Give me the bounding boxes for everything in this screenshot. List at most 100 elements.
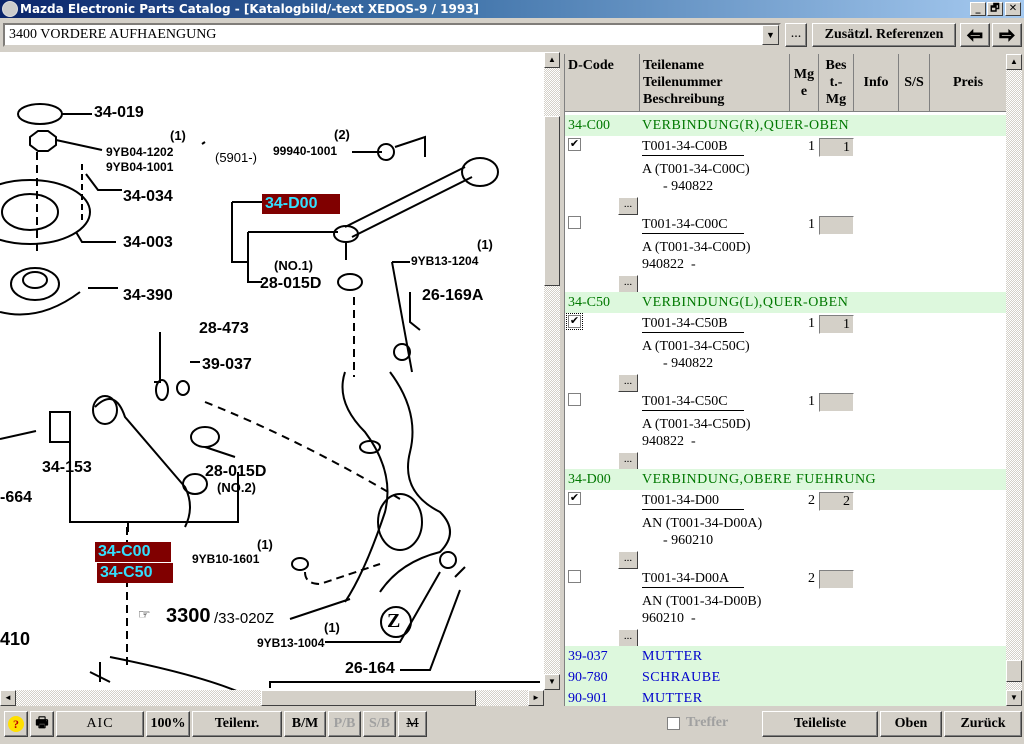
next-button[interactable]: ⇨ bbox=[992, 23, 1022, 47]
diagram-vertical-scrollbar[interactable]: ▲ ▼ bbox=[544, 52, 560, 690]
select-checkbox[interactable] bbox=[568, 393, 581, 406]
part-number-link[interactable]: T001-34-C50B bbox=[642, 316, 744, 333]
m-button[interactable]: M bbox=[398, 711, 427, 737]
ellipsis-button[interactable]: ... bbox=[785, 23, 807, 47]
scroll-thumb[interactable] bbox=[261, 690, 476, 706]
scroll-down-icon[interactable]: ▼ bbox=[1006, 690, 1022, 706]
aic-button[interactable]: AIC bbox=[56, 711, 144, 737]
minimize-button[interactable]: _ bbox=[970, 2, 986, 16]
order-quantity-field[interactable]: 1 bbox=[819, 138, 854, 157]
section-select[interactable]: 3400 VORDERE AUFHAENGUNG ▼ bbox=[3, 23, 781, 47]
callout-26-164[interactable]: 26-164 bbox=[345, 660, 395, 677]
pb-button[interactable]: P/B bbox=[328, 711, 361, 737]
callout-410[interactable]: 410 bbox=[0, 629, 31, 649]
close-button[interactable]: ✕ bbox=[1005, 2, 1021, 16]
tag-34-d00[interactable]: 34-D00 bbox=[262, 194, 340, 214]
scroll-thumb[interactable] bbox=[1006, 660, 1022, 682]
callout-9yb04-1001[interactable]: 9YB04-1001 bbox=[106, 160, 174, 174]
scroll-up-icon[interactable]: ▲ bbox=[544, 52, 560, 68]
select-checkbox[interactable] bbox=[568, 570, 581, 583]
part-name: MUTTER bbox=[642, 649, 703, 664]
part-number-link[interactable]: T001-34-D00A bbox=[642, 571, 744, 588]
details-button[interactable]: ... bbox=[618, 374, 638, 392]
teileliste-button[interactable]: Teileliste bbox=[762, 711, 878, 737]
ref-3300[interactable]: 3300 bbox=[166, 605, 211, 627]
scroll-left-icon[interactable]: ◄ bbox=[0, 690, 16, 706]
part-date: - 940822 bbox=[642, 179, 714, 194]
header-teilename[interactable]: Teilename Teilenummer Beschreibung bbox=[640, 54, 790, 112]
callout-34-003[interactable]: 34-003 bbox=[123, 234, 173, 251]
select-checkbox[interactable]: ✔ bbox=[566, 313, 583, 330]
help-button[interactable]: ? bbox=[4, 711, 28, 737]
callout-9yb13-1204[interactable]: 9YB13-1204 bbox=[411, 254, 479, 268]
scroll-right-icon[interactable]: ► bbox=[528, 690, 544, 706]
callout-99940-1001[interactable]: 99940-1001 bbox=[273, 144, 338, 158]
scroll-thumb[interactable] bbox=[544, 116, 560, 286]
tag-34-c50[interactable]: 34-C50 bbox=[97, 563, 173, 583]
callout-9yb04-1202[interactable]: 9YB04-1202 bbox=[106, 145, 174, 159]
extra-part-row[interactable]: 39-037 MUTTER bbox=[565, 646, 1006, 667]
details-button[interactable]: ... bbox=[618, 275, 638, 293]
callout-34-153[interactable]: 34-153 bbox=[42, 459, 92, 476]
tag-34-c00[interactable]: 34-C00 bbox=[95, 542, 171, 562]
group-name: VERBINDUNG(L),QUER-OBEN bbox=[642, 295, 849, 310]
part-number-link[interactable]: T001-34-C50C bbox=[642, 394, 744, 411]
part-number-link[interactable]: T001-34-C00B bbox=[642, 139, 744, 156]
group-row[interactable]: 34-C50 VERBINDUNG(L),QUER-OBEN bbox=[565, 292, 1006, 313]
callout-34-390[interactable]: 34-390 bbox=[123, 287, 173, 304]
treffer-checkbox[interactable] bbox=[667, 717, 680, 730]
group-row[interactable]: 34-D00 VERBINDUNG,OBERE FUEHRUNG bbox=[565, 469, 1006, 490]
details-button[interactable]: ... bbox=[618, 452, 638, 470]
zurueck-button[interactable]: Zurück bbox=[944, 711, 1022, 737]
order-quantity-field[interactable] bbox=[819, 393, 854, 412]
extra-part-row[interactable]: 90-780 SCHRAUBE bbox=[565, 667, 1006, 688]
restore-button[interactable]: 🗗 bbox=[987, 2, 1003, 16]
teilenr-button[interactable]: Teilenr. bbox=[192, 711, 282, 737]
zoom-button[interactable]: 100% bbox=[146, 711, 190, 737]
references-button[interactable]: Zusätzl. Referenzen bbox=[812, 23, 956, 47]
callout-28-015d-no2[interactable]: 28-015D bbox=[205, 463, 267, 480]
bm-button[interactable]: B/M bbox=[284, 711, 326, 737]
callout-9yb10-1601[interactable]: 9YB10-1601 bbox=[192, 552, 260, 566]
ref-33-020z[interactable]: /33-020Z bbox=[214, 610, 275, 627]
header-preis[interactable]: Preis bbox=[930, 54, 1006, 112]
callout-664[interactable]: -664 bbox=[0, 489, 33, 506]
header-best-mg[interactable]: Bes t.- Mg bbox=[819, 54, 854, 112]
diagram-horizontal-scrollbar[interactable]: ◄ ► bbox=[0, 690, 544, 706]
order-quantity-field[interactable] bbox=[819, 570, 854, 589]
sb-button[interactable]: S/B bbox=[363, 711, 396, 737]
detail-z-marker[interactable]: Z bbox=[387, 610, 401, 632]
callout-28-473[interactable]: 28-473 bbox=[199, 320, 249, 337]
header-info[interactable]: Info bbox=[854, 54, 899, 112]
parts-diagram[interactable]: 34-019 (1) 9YB04-1202 9YB04-1001 (5901-)… bbox=[0, 52, 544, 690]
callout-28-015d[interactable]: 28-015D bbox=[260, 275, 322, 292]
callout-39-037[interactable]: 39-037 bbox=[202, 356, 252, 373]
header-menge[interactable]: Mg e bbox=[790, 54, 819, 112]
details-button[interactable]: ... bbox=[618, 551, 638, 569]
chevron-down-icon[interactable]: ▼ bbox=[762, 25, 779, 45]
callout-26-169a[interactable]: 26-169A bbox=[422, 287, 484, 304]
details-button[interactable]: ... bbox=[618, 197, 638, 215]
scroll-up-icon[interactable]: ▲ bbox=[1006, 54, 1022, 70]
part-number-link[interactable]: T001-34-C00C bbox=[642, 217, 744, 234]
header-ss[interactable]: S/S bbox=[899, 54, 930, 112]
order-quantity-field[interactable]: 2 bbox=[819, 492, 854, 511]
scroll-down-icon[interactable]: ▼ bbox=[544, 674, 560, 690]
print-button[interactable]: 🖶 bbox=[30, 711, 54, 737]
prev-button[interactable]: ⇦ bbox=[960, 23, 990, 47]
part-number-link[interactable]: T001-34-D00 bbox=[642, 493, 744, 510]
extra-part-row[interactable]: 90-901 MUTTER bbox=[565, 688, 1006, 706]
select-checkbox[interactable] bbox=[568, 216, 581, 229]
callout-34-034[interactable]: 34-034 bbox=[123, 188, 173, 205]
header-dcode[interactable]: D-Code bbox=[565, 54, 640, 112]
order-quantity-field[interactable] bbox=[819, 216, 854, 235]
group-row[interactable]: 34-C00 VERBINDUNG(R),QUER-OBEN bbox=[565, 115, 1006, 136]
select-checkbox[interactable]: ✔ bbox=[568, 138, 581, 151]
parts-list-scrollbar[interactable]: ▲ ▼ bbox=[1006, 54, 1022, 706]
oben-button[interactable]: Oben bbox=[880, 711, 942, 737]
callout-9yb13-1004[interactable]: 9YB13-1004 bbox=[257, 636, 325, 650]
select-checkbox[interactable]: ✔ bbox=[568, 492, 581, 505]
callout-34-019[interactable]: 34-019 bbox=[94, 104, 144, 121]
details-button[interactable]: ... bbox=[618, 629, 638, 647]
order-quantity-field[interactable]: 1 bbox=[819, 315, 854, 334]
